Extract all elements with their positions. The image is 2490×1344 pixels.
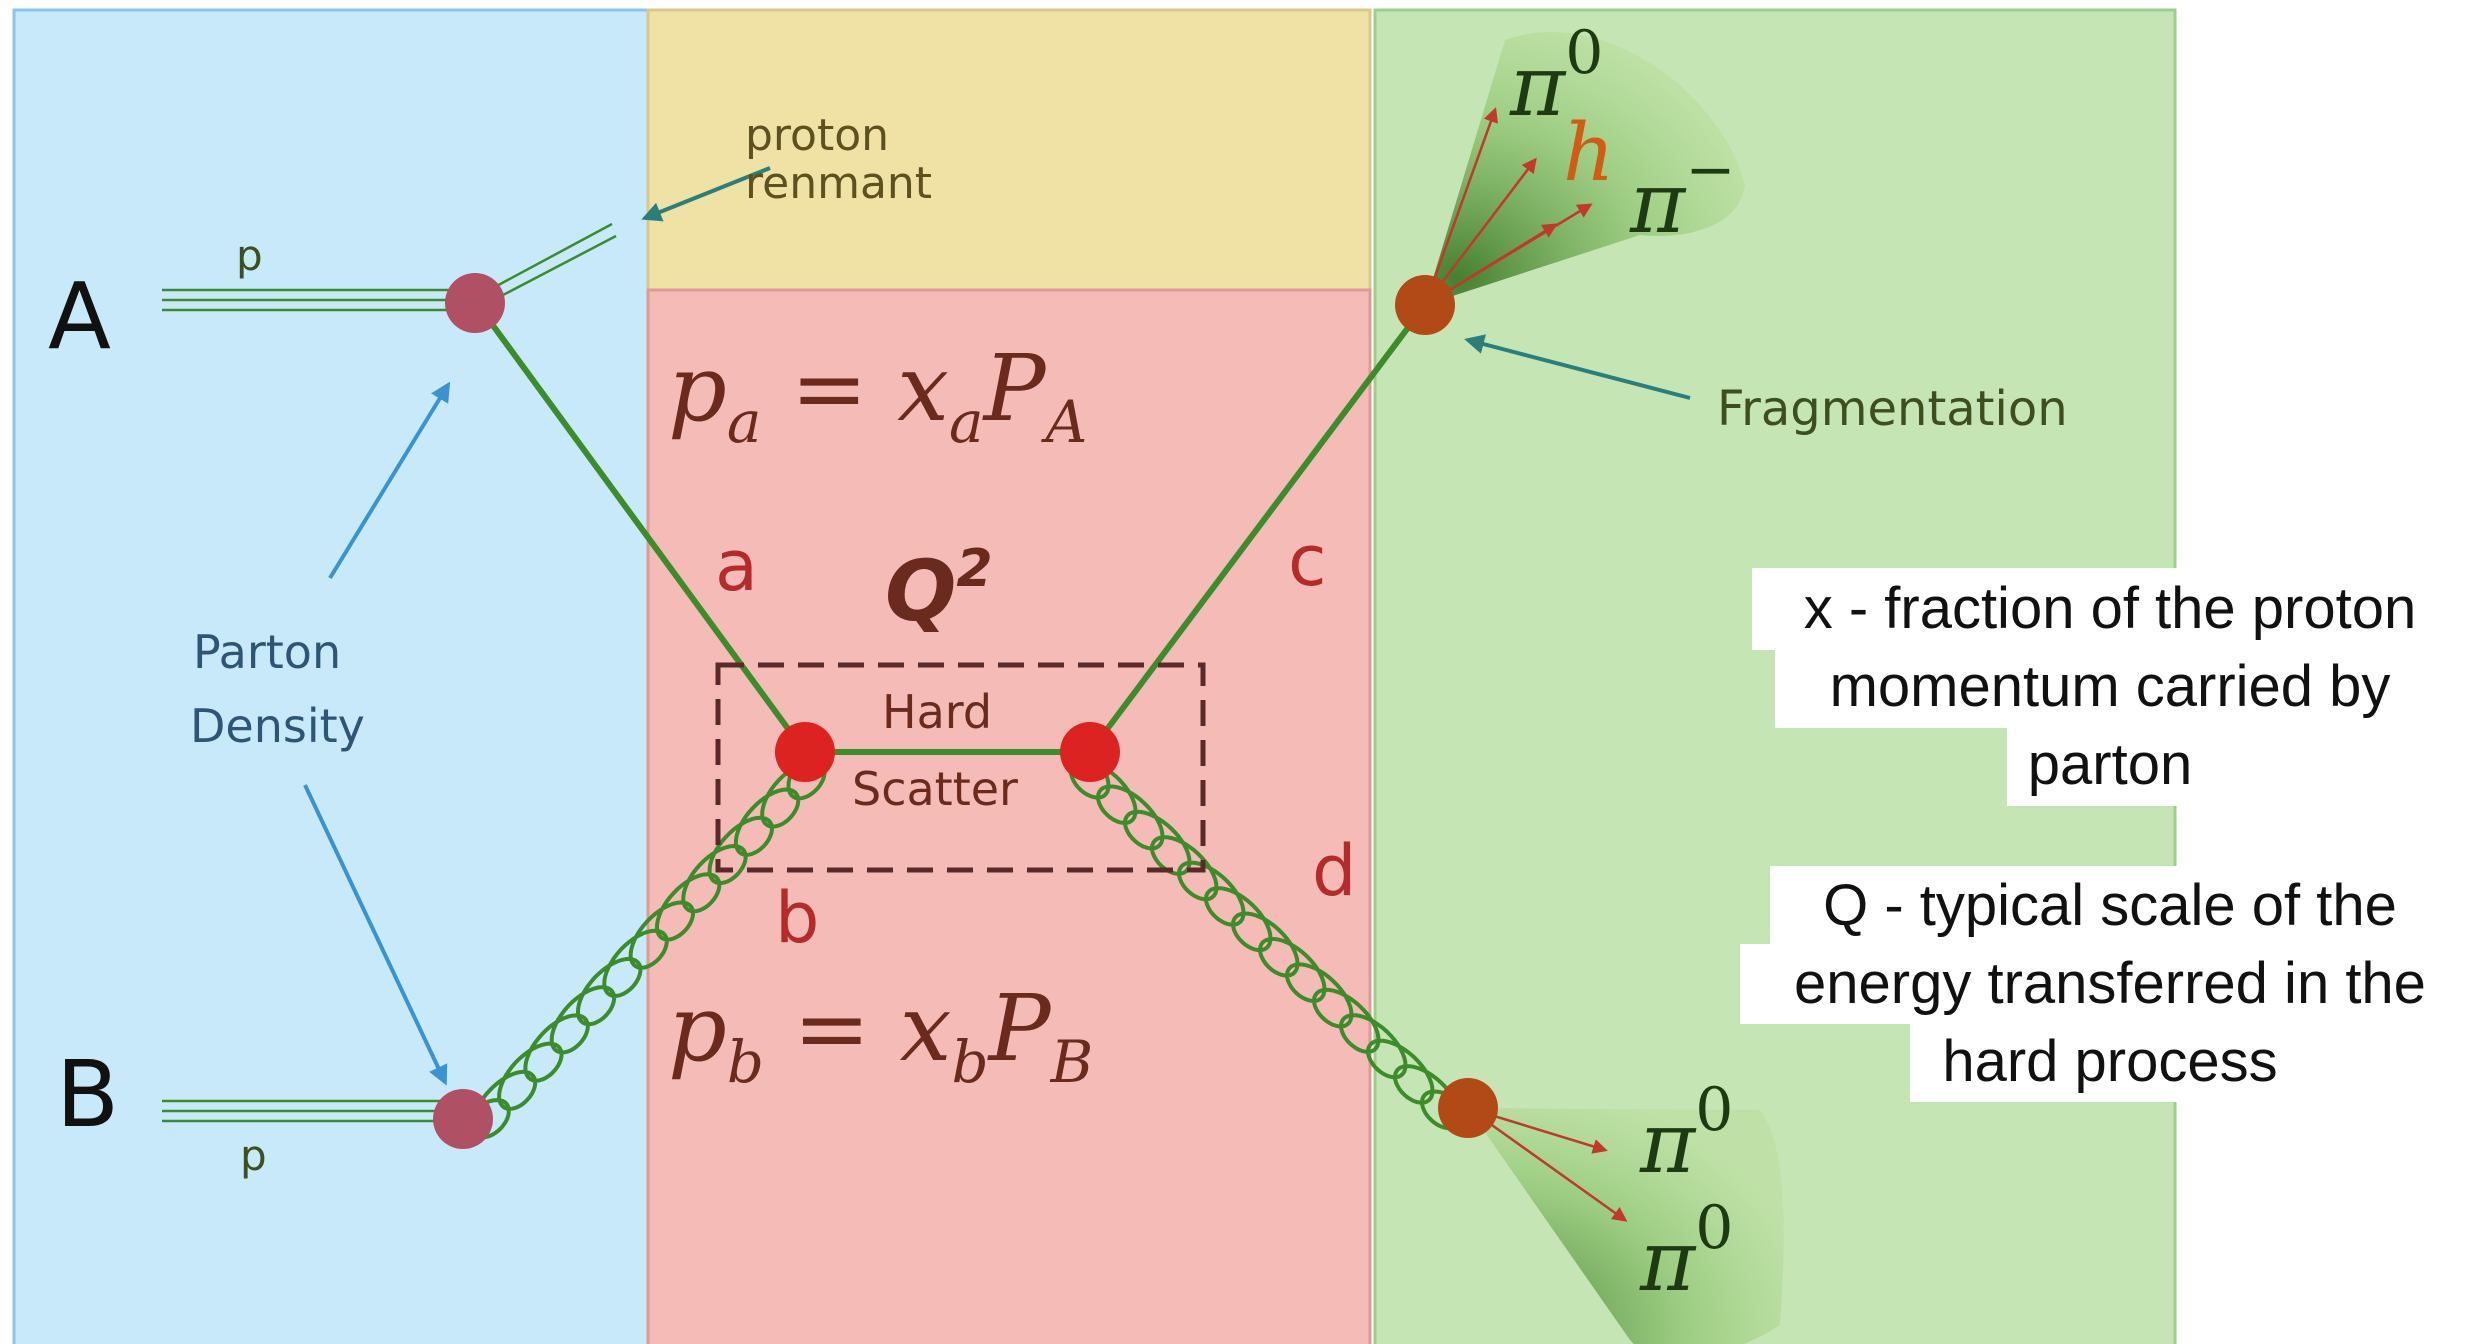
hadron-pi0-mid: π0 [1639,1075,1733,1192]
label-parton-b: b [775,877,819,959]
label-q2: Q2 [885,539,993,640]
label-parton: Parton [193,625,341,679]
jet-arrows-top [1423,107,1593,307]
vertex-hard-left [775,722,835,782]
label-beam-a: A [48,263,111,370]
note-q-definition: Q - typical scale of the energy transfer… [1740,866,2482,1102]
vertex-frag-bottom [1438,1078,1498,1138]
gluon-line-d [1068,750,1470,1131]
hadron-pi0-bottom: π0 [1639,1193,1733,1310]
arrow-density-down [303,784,448,1086]
arrow-fragmentation [1464,334,1691,400]
note-x-line3: parton [2028,732,2192,797]
hard-scatter-region [646,288,1372,1344]
remnant-lines [477,222,617,308]
hadron-pi0-top: π0 [1509,18,1603,135]
label-hard: Hard [882,685,992,739]
note-x-line1: x - fraction of the proton [1804,576,2417,641]
parton-line-a [475,303,808,754]
hadron-pi-minus: π− [1629,135,1736,252]
label-density: Density [190,699,365,753]
jet-cone-bottom [1468,1108,1784,1344]
label-proton: proton [745,110,889,161]
label-beam-b: B [56,1041,119,1148]
parton-line-c [1087,303,1428,754]
note-q-line3: hard process [1942,1029,2277,1094]
label-parton-d: d [1312,830,1356,912]
vertex-frag-top [1395,275,1455,335]
vertex-proton-a [445,273,505,333]
label-fragmentation: Fragmentation [1717,381,2068,437]
proton-remnant-region [646,8,1372,292]
jet-cone-top [1425,31,1745,305]
note-x-definition: x - fraction of the proton momentum carr… [1752,568,2467,806]
beam-lines-a [162,288,455,312]
arrow-density-up [328,381,451,580]
note-x-line2: momentum carried by [1830,654,2391,719]
equation-pb: pb = xbPB [668,975,1093,1096]
vertex-hard-right [1060,722,1120,782]
label-renmant: renmant [745,158,932,209]
label-p-top: p [236,231,263,280]
label-parton-a: a [715,525,758,607]
beam-lines-b [162,1099,445,1123]
label-parton-c: c [1288,520,1327,602]
gluon-line-b [461,750,827,1140]
note-q-line2: energy transferred in the [1794,951,2426,1016]
arrow-remnant [641,166,771,222]
label-p-bottom: p [240,1131,267,1180]
hadron-h: h [1563,106,1615,199]
label-scatter: Scatter [852,762,1018,816]
vertex-proton-b [433,1089,493,1149]
hard-scatter-box [715,662,1206,873]
note-q-line1: Q - typical scale of the [1823,873,2397,938]
equation-pa: pa = xaPA [668,335,1087,456]
